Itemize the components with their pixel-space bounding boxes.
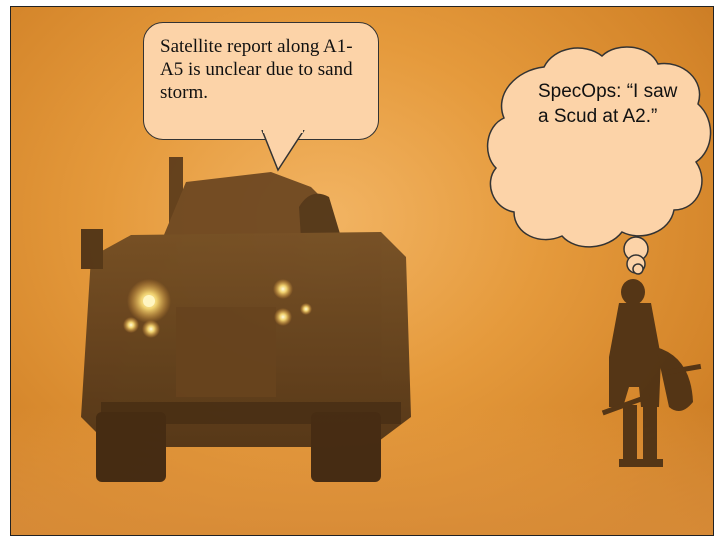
thought-trail-small: [632, 263, 644, 275]
truck-cab-top: [161, 172, 341, 247]
gunner-silhouette: [299, 193, 341, 239]
soldier-rifle-2: [665, 363, 702, 375]
headlight-small-mid: [142, 320, 160, 338]
soldier-right-boot: [641, 459, 663, 467]
soldier-silhouette: [601, 279, 702, 467]
side-mirror: [81, 229, 103, 269]
headlight-core: [143, 295, 155, 307]
sandstorm-scene: [11, 157, 713, 535]
left-wheel: [96, 412, 166, 482]
soldier-left-leg: [623, 405, 637, 465]
right-wheel: [311, 412, 381, 482]
speech-bubble-tail: [261, 130, 305, 172]
headlight-small-left: [123, 317, 139, 333]
soldier-rifle: [601, 393, 651, 416]
truck-grille: [176, 307, 276, 397]
soldier-right-leg: [643, 405, 657, 465]
soldier-pack: [656, 347, 693, 411]
speech-bubble-text: Satellite report along A1-A5 is unclear …: [160, 36, 353, 103]
thought-bubble: [486, 46, 712, 248]
speech-bubble: Satellite report along A1-A5 is unclear …: [143, 22, 379, 140]
thought-cloud-body: [486, 46, 712, 248]
headlight-right-bottom: [274, 308, 292, 326]
headlight-right-top: [273, 279, 293, 299]
thought-bubble-trail: [623, 236, 649, 275]
soldier-left-boot: [619, 459, 641, 467]
headlight-right-side: [300, 303, 312, 315]
thought-bubble-text: SpecOps: “I saw a Scud at A2.”: [538, 81, 678, 127]
soldier-head: [621, 279, 645, 305]
soldier-torso: [609, 303, 661, 407]
